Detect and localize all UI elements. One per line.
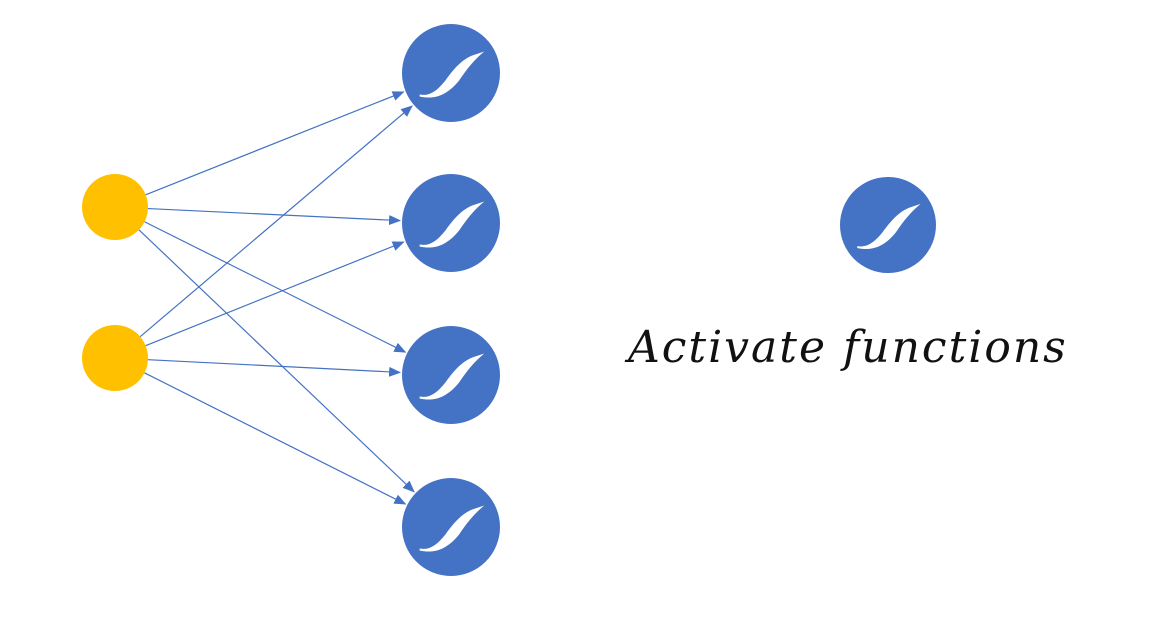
output-node-3 — [402, 326, 500, 424]
output-node-4-circle — [402, 478, 500, 576]
edge-1-to-1 — [145, 91, 405, 196]
input-layer — [82, 174, 148, 391]
input-node-2 — [82, 325, 148, 391]
output-node-3-circle — [402, 326, 500, 424]
activation-functions-label: Activate functions — [628, 322, 1068, 373]
output-node-1 — [402, 24, 500, 122]
edge-2-to-4 — [144, 372, 407, 505]
edge-2-to-2 — [145, 241, 405, 347]
output-node-1-circle — [402, 24, 500, 122]
edges-layer — [138, 91, 415, 505]
activation-legend — [840, 177, 936, 273]
legend-activation-node — [840, 177, 936, 273]
edge-1-to-4 — [138, 229, 415, 493]
input-node-1 — [82, 174, 148, 240]
edge-2-to-3 — [147, 359, 402, 377]
edge-1-to-2 — [147, 207, 402, 226]
edge-2-to-1 — [139, 105, 413, 338]
output-layer — [402, 24, 500, 576]
output-node-2 — [402, 174, 500, 272]
edge-1-to-3 — [144, 221, 407, 353]
output-node-4 — [402, 478, 500, 576]
output-node-2-circle — [402, 174, 500, 272]
